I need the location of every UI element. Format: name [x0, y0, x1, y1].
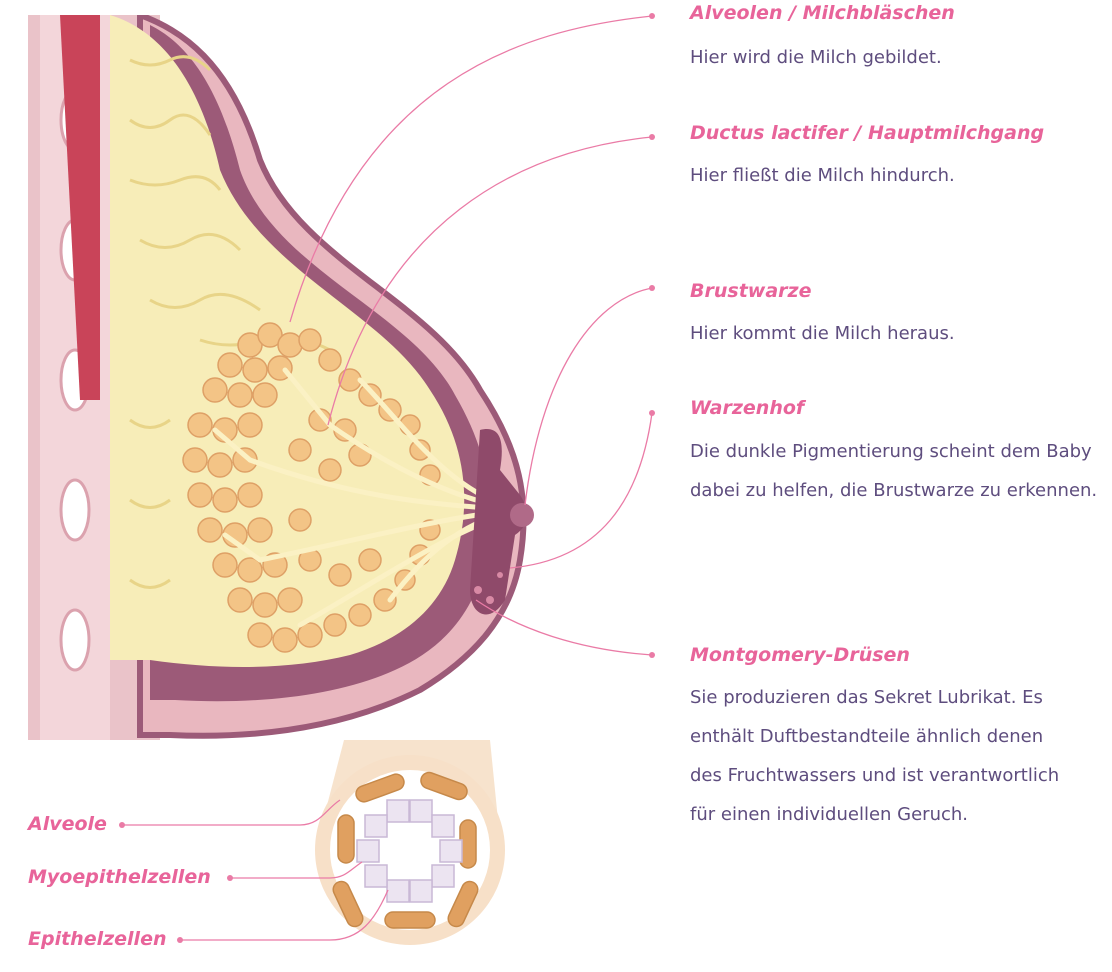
label-warzenhof: Warzenhof: [690, 397, 804, 419]
label-myoepithelzellen: Myoepithelzellen: [28, 866, 211, 888]
text-montgomery: Sie produzieren das Sekret Lubrikat. Es …: [690, 678, 1070, 834]
label-montgomery: Montgomery-Drüsen: [690, 644, 910, 666]
label-brustwarze: Brustwarze: [690, 280, 811, 302]
text-alveolen: Hier wird die Milch gebildet.: [690, 38, 1110, 77]
text-brustwarze: Hier kommt die Milch heraus.: [690, 314, 1110, 353]
label-alveolen: Alveolen / Milchbläschen: [690, 2, 955, 24]
label-ductus: Ductus lactifer / Hauptmilchgang: [690, 122, 1044, 144]
nipple: [510, 503, 534, 527]
label-alveole: Alveole: [28, 813, 107, 835]
alveole-detail: [315, 755, 505, 945]
text-warzenhof: Die dunkle Pigmentierung scheint dem Bab…: [690, 432, 1102, 510]
text-ductus: Hier fließt die Milch hindurch.: [690, 156, 1110, 195]
label-epithelzellen: Epithelzellen: [28, 928, 166, 950]
